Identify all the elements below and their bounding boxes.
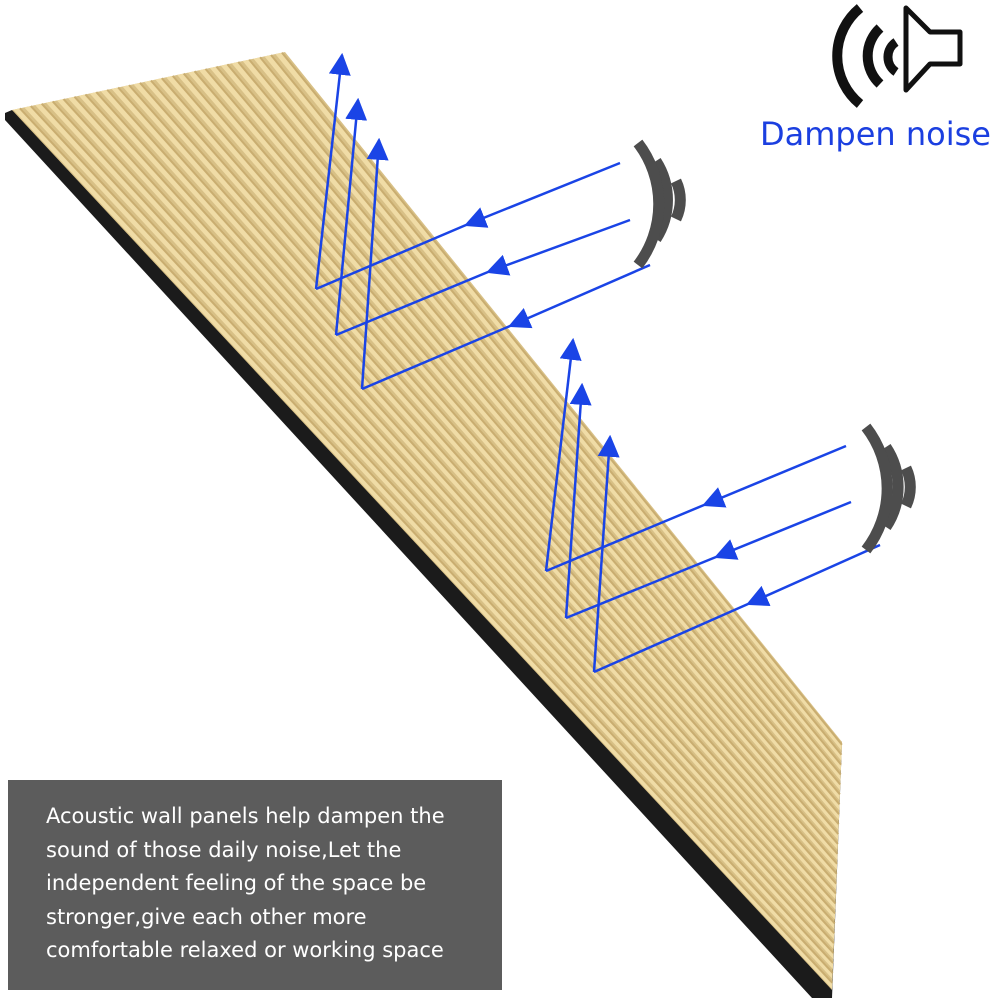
reflection-arrow [485,218,631,276]
wood-slat-shadow [237,61,842,786]
wood-slat [188,71,839,831]
wood-slat [231,61,841,791]
reflection-arrow [701,444,847,508]
wood-slat-shadow [248,58,842,776]
reflection-arrow [593,602,749,674]
wood-slat-shadow [51,100,835,954]
reflection-arrow [361,324,511,391]
reflection-arrow [545,503,705,573]
wood-slat [89,92,836,920]
caption-line: Acoustic wall panels help dampen the [46,804,445,828]
caption-line: sound of those daily noise,Let the [46,837,402,862]
wood-slat [122,85,837,890]
wood-slat-shadow [106,89,837,905]
caption-line: independent feeling of the space be [46,871,427,895]
sound-reflection-arrows [314,52,881,674]
wood-slat-shadow [84,93,836,925]
dampen-noise-label: Dampen noise [760,115,991,153]
wood-slat [100,89,836,910]
wood-slat [155,78,838,860]
wood-slat-shadow [204,68,840,815]
reflection-arrow [564,382,592,619]
reflection-arrow [507,263,651,329]
speaker-icon [832,4,963,108]
wood-slat [24,106,833,979]
wood-slat [111,87,836,900]
wood-slat-shadow [117,86,837,895]
wood-slat [67,96,835,940]
wood-slat [133,82,837,880]
wood-slat [198,68,840,821]
wood-slat [242,59,841,781]
wood-slat [46,101,834,960]
reflection-arrow [565,555,717,620]
wood-slat [177,73,839,841]
wood-slat [220,64,840,801]
wood-slat-shadow [259,56,842,766]
reflection-arrow [745,543,881,606]
wood-slat-shadow [161,77,839,855]
reflection-arrow [544,337,582,572]
reflection-arrow [314,52,351,290]
reflection-arrow [335,270,489,337]
caption-line: comfortable relaxed or working space [46,938,444,962]
wood-slat-shadow [30,105,834,974]
wood-slat-shadow [215,65,841,805]
wood-slat-shadow [128,84,838,885]
wood-slat [275,52,842,751]
caption-line: stronger,give each other more [46,904,367,929]
wood-slat-shadow [95,91,836,915]
wood-slat [209,66,840,811]
wood-slat-shadow [270,54,843,756]
caption-box: Acoustic wall panels help dampen the sou… [8,780,502,990]
wood-slat-shadow [226,63,841,796]
wood-slat [166,75,838,850]
wood-slat-shadow [62,98,835,944]
wood-slat-shadow [171,75,839,845]
reflection-arrow [592,434,620,673]
wood-slat [264,54,842,761]
wood-slat [13,108,833,989]
reflection-arrow [463,161,621,228]
reflection-arrow [713,500,852,560]
wood-slat-shadow [139,82,838,875]
wood-slat-shadow [150,79,838,865]
wood-slats [13,52,843,989]
wood-slat [56,99,834,950]
wood-slat-shadow [193,70,840,825]
wood-slat [253,57,842,771]
wood-slat-shadow [73,96,836,934]
wood-slat-shadow [40,103,834,964]
wood-slat [35,103,834,969]
sound-wave-icon [633,139,686,269]
wood-slat [78,94,835,930]
wood-slat-shadow [182,72,840,835]
wood-slat [144,80,838,870]
wood-slat-shadow [19,107,834,984]
reflection-arrow [334,97,368,336]
reflection-arrow [360,137,389,390]
wood-slat-shadow [281,52,843,746]
sound-wave-icon [861,423,916,554]
